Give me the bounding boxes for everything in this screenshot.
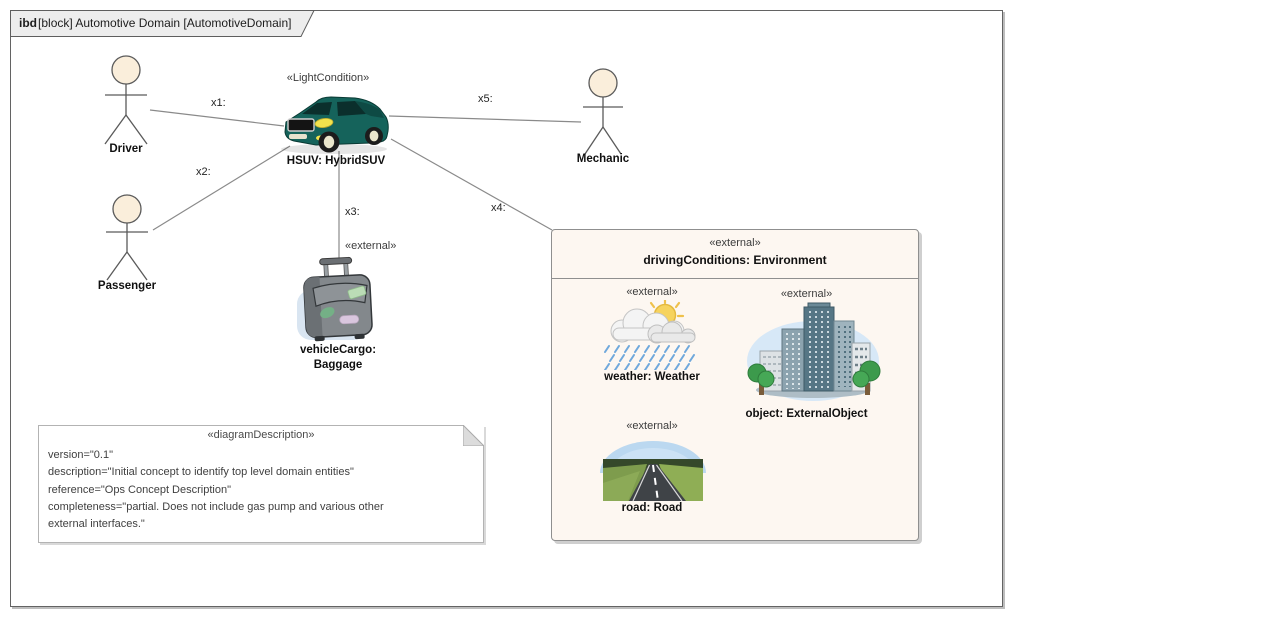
note-line: external interfaces." [48, 518, 145, 531]
connector-x1-label: x1: [211, 97, 226, 109]
weather-stereotype: «external» [626, 286, 678, 298]
road-label: road: Road [621, 502, 683, 514]
note-line: completeness="partial. Does not include … [48, 500, 384, 513]
frame-title: ibd [block] Automotive Domain [Automotiv… [19, 16, 291, 30]
connector-x3-label: x3: [345, 206, 360, 218]
actor-passenger-label: Passenger [97, 280, 157, 292]
note-body: version="0.1" description="Initial conce… [48, 447, 474, 533]
environment-header: «external» drivingConditions: Environmen… [552, 230, 918, 279]
connector-x2-label: x2: [196, 166, 211, 178]
car-label: HSUV: HybridSUV [286, 155, 386, 167]
weather-illustration-icon[interactable] [601, 300, 707, 370]
object-illustration-icon[interactable] [746, 301, 881, 404]
frame-tab [10, 10, 315, 37]
rain-strokes [604, 345, 695, 370]
actor-driver-label: Driver [109, 143, 143, 155]
connector-x4-label: x4: [491, 202, 506, 214]
connector-x5-label: x5: [478, 93, 493, 105]
object-label: object: ExternalObject [745, 408, 868, 420]
weather-label: weather: Weather [604, 371, 700, 383]
object-stereotype: «external» [780, 288, 833, 300]
note-line: description="Initial concept to identify… [48, 466, 354, 479]
road-stereotype: «external» [626, 420, 678, 432]
car-stereotype: «LightCondition» [286, 72, 370, 84]
environment-title: drivingConditions: Environment [643, 253, 827, 267]
actor-mechanic-label: Mechanic [576, 153, 630, 165]
environment-stereotype: «external» [709, 237, 761, 249]
baggage-illustration-icon[interactable] [297, 256, 381, 344]
baggage-label-line1: vehicleCargo: [299, 344, 377, 356]
frame-keyword: ibd [19, 16, 37, 30]
road-illustration-icon[interactable] [600, 433, 706, 503]
environment-block[interactable]: «external» drivingConditions: Environmen… [551, 229, 919, 541]
diagram-description-note[interactable]: «diagramDescription» version="0.1" descr… [38, 425, 484, 543]
baggage-label-line2: Baggage [313, 359, 363, 371]
note-stereotype: «diagramDescription» [207, 429, 315, 441]
baggage-stereotype: «external» [345, 240, 397, 252]
note-line: reference="Ops Concept Description" [48, 483, 231, 496]
note-line: version="0.1" [48, 449, 113, 461]
car-illustration-icon[interactable] [276, 92, 392, 156]
frame-title-rest: [block] Automotive Domain [AutomotiveDom… [38, 16, 292, 30]
note-fold-corner-icon [463, 425, 484, 446]
